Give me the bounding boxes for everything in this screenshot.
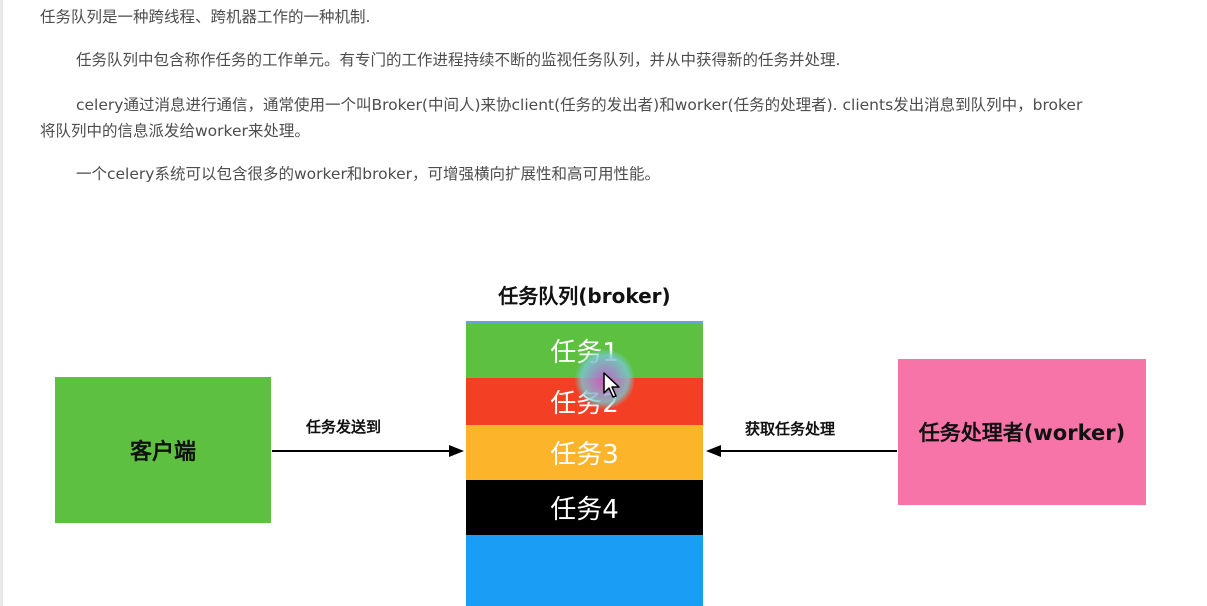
task-5-empty — [466, 535, 703, 606]
paragraph-4: 一个celery系统可以包含很多的worker和broker，可增强横向扩展性和… — [76, 165, 660, 183]
paragraph-2: 任务队列中包含称作任务的工作单元。有专门的工作进程持续不断的监视任务队列，并从中… — [76, 51, 841, 69]
send-arrow — [272, 445, 464, 457]
fetch-arrow — [706, 445, 897, 457]
paragraph-3-line-2: 将队列中的信息派发给worker来处理。 — [40, 122, 310, 140]
task-4: 任务4 — [466, 480, 703, 535]
queue-title: 任务队列(broker) — [498, 284, 671, 308]
client-box: 客户端 — [55, 377, 271, 523]
fetch-arrow-label: 获取任务处理 — [745, 420, 836, 438]
send-arrow-label: 任务发送到 — [306, 418, 382, 436]
task-3: 任务3 — [466, 425, 703, 480]
paragraph-3-line-1: celery通过消息进行通信，通常使用一个叫Broker(中间人)来协clien… — [76, 96, 1083, 114]
paragraph-1: 任务队列是一种跨线程、跨机器工作的一种机制. — [40, 8, 371, 26]
left-border — [0, 0, 3, 606]
worker-box: 任务处理者(worker) — [898, 359, 1146, 505]
mouse-pointer-icon — [603, 372, 620, 398]
